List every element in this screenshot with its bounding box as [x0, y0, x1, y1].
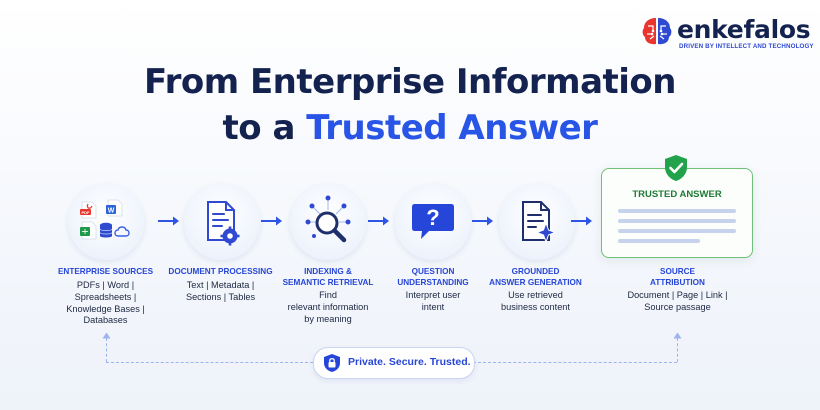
question-circle: ?: [395, 184, 471, 260]
lock-shield-icon: [324, 354, 340, 372]
desc-line: relevant information: [287, 301, 369, 312]
label-line: UNDERSTANDING: [397, 277, 469, 287]
desc-line: Use retrieved: [508, 290, 563, 300]
document-processing-circle: [184, 184, 260, 260]
label-line: INDEXING &: [304, 267, 352, 276]
pdf-icon: PDF: [80, 201, 97, 219]
indexing-circle: [290, 184, 366, 260]
cloud-icon: [114, 226, 130, 237]
loop-line-right: [677, 338, 678, 362]
loop-arrow-up-icon: [102, 332, 111, 339]
step-desc-source-attribution: Document | Page | Link | Source passage: [610, 290, 745, 314]
desc-line: business content: [501, 301, 570, 312]
sheet-icon: [80, 221, 97, 240]
trusted-answer-title: TRUSTED ANSWER: [632, 189, 722, 200]
desc-line: Text | Metadata |: [186, 280, 255, 290]
trusted-answer-card: TRUSTED ANSWER: [601, 168, 753, 258]
desc-line: Find: [319, 290, 337, 300]
headline-accent: Trusted Answer: [306, 108, 598, 148]
private-secure-trusted-pill: Private. Secure. Trusted.: [313, 347, 475, 379]
desc-line: Sections | Tables: [185, 291, 256, 302]
label-line: GROUNDED: [511, 267, 560, 276]
loop-line-left: [106, 338, 107, 362]
grounded-answer-circle: [499, 184, 575, 260]
answer-line: [618, 229, 736, 233]
answer-line: [618, 239, 700, 243]
enterprise-sources-circle: PDF W: [68, 184, 144, 260]
document-sparkle-icon: [522, 201, 557, 244]
headline-line-2: to a Trusted Answer: [0, 108, 820, 148]
desc-line: Spreadsheets |: [74, 291, 137, 302]
document-gear-icon: [207, 201, 240, 246]
check-shield-icon: [665, 155, 687, 181]
arrow-right-icon: [261, 215, 283, 227]
brand-logo[interactable]: enkefalos DRIVEN BY INTELLECT AND TECHNO…: [639, 14, 814, 50]
loop-line-bottom-left: [106, 362, 313, 363]
svg-text:W: W: [108, 208, 115, 215]
label-line: QUESTION: [411, 267, 455, 276]
step-label-enterprise-sources: ENTERPRISE SOURCES: [57, 267, 154, 276]
word-icon: W: [106, 199, 123, 217]
desc-line: Databases: [83, 315, 128, 326]
label-line: SOURCE: [659, 267, 696, 276]
answer-line: [618, 219, 736, 223]
database-icon: [99, 222, 113, 238]
desc-line: Document | Page | Link |: [627, 290, 728, 300]
arrow-right-icon: [472, 215, 494, 227]
loop-line-bottom-right: [473, 362, 677, 363]
pill-text: Private. Secure. Trusted.: [348, 356, 471, 368]
headline-line-1: From Enterprise Information: [144, 62, 676, 102]
arrow-right-icon: [571, 215, 593, 227]
label-line: SEMANTIC RETRIEVAL: [282, 277, 374, 287]
desc-line: PDFs | Word |: [76, 280, 135, 290]
svg-text:?: ?: [426, 205, 439, 230]
desc-line: by meaning: [304, 313, 352, 324]
step-desc-indexing: Find relevant information by meaning: [278, 290, 378, 325]
svg-text:PDF: PDF: [82, 210, 91, 215]
arrow-right-icon: [368, 215, 390, 227]
brand-tagline: DRIVEN BY INTELLECT AND TECHNOLOGY: [679, 43, 814, 50]
label-line: ATTRIBUTION: [650, 277, 705, 287]
step-label-grounded-answer: GROUNDED ANSWER GENERATION: [483, 267, 588, 288]
label-line: ANSWER GENERATION: [489, 277, 582, 287]
headline-prefix: to a: [222, 108, 307, 148]
semantic-search-icon: [305, 195, 351, 243]
step-desc-grounded-answer: Use retrieved business content: [483, 290, 588, 314]
answer-line: [618, 209, 736, 213]
step-desc-enterprise-sources: PDFs | Word | Spreadsheets | Knowledge B…: [48, 280, 163, 327]
step-desc-question: Interpret user intent: [385, 290, 481, 314]
desc-line: Interpret user: [405, 290, 461, 300]
desc-line: Source passage: [644, 301, 711, 312]
question-bubble-icon: ?: [412, 204, 454, 239]
arrow-right-icon: [158, 215, 180, 227]
brand-name: enkefalos: [677, 15, 811, 44]
brain-logo-icon: [642, 18, 672, 45]
step-label-document-processing: DOCUMENT PROCESSING: [168, 267, 273, 276]
step-desc-document-processing: Text | Metadata | Sections | Tables: [162, 280, 279, 304]
step-label-source-attribution: SOURCE ATTRIBUTION: [610, 267, 745, 288]
enterprise-sources-icon: PDF W: [80, 199, 130, 240]
desc-line: intent: [421, 301, 445, 312]
step-label-indexing: INDEXING & SEMANTIC RETRIEVAL: [278, 267, 378, 288]
step-label-question: QUESTION UNDERSTANDING: [385, 267, 481, 288]
desc-line: Knowledge Bases |: [66, 303, 145, 314]
loop-arrow-up-icon: [673, 332, 682, 339]
